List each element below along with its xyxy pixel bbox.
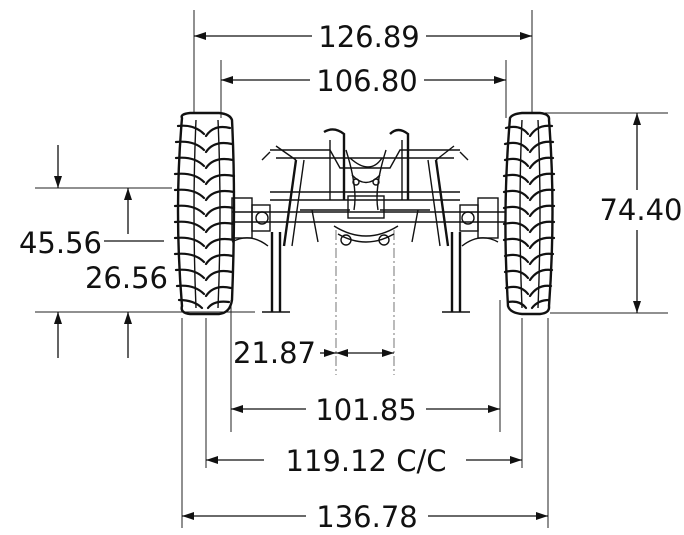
dim-inner-bottom: 101.85 (315, 393, 416, 427)
dim-overall-top: 126.89 (318, 20, 419, 54)
dim-overall-bottom: 136.78 (316, 500, 417, 534)
right-tire (502, 111, 556, 316)
dim-inner-top: 106.80 (316, 64, 417, 98)
dim-center-to-center: 119.12 C/C (286, 444, 447, 478)
dim-height-left-upper: 45.56 (19, 226, 102, 260)
chains (340, 149, 390, 246)
left-tire (173, 111, 236, 316)
dim-height-left-lower: 26.56 (85, 261, 168, 295)
dim-lines (54, 32, 641, 520)
dim-height-right: 74.40 (599, 193, 682, 227)
support-stands (262, 232, 470, 313)
frame (261, 128, 469, 247)
axles-and-hubs (231, 197, 505, 247)
dim-center-gap: 21.87 (233, 336, 316, 370)
